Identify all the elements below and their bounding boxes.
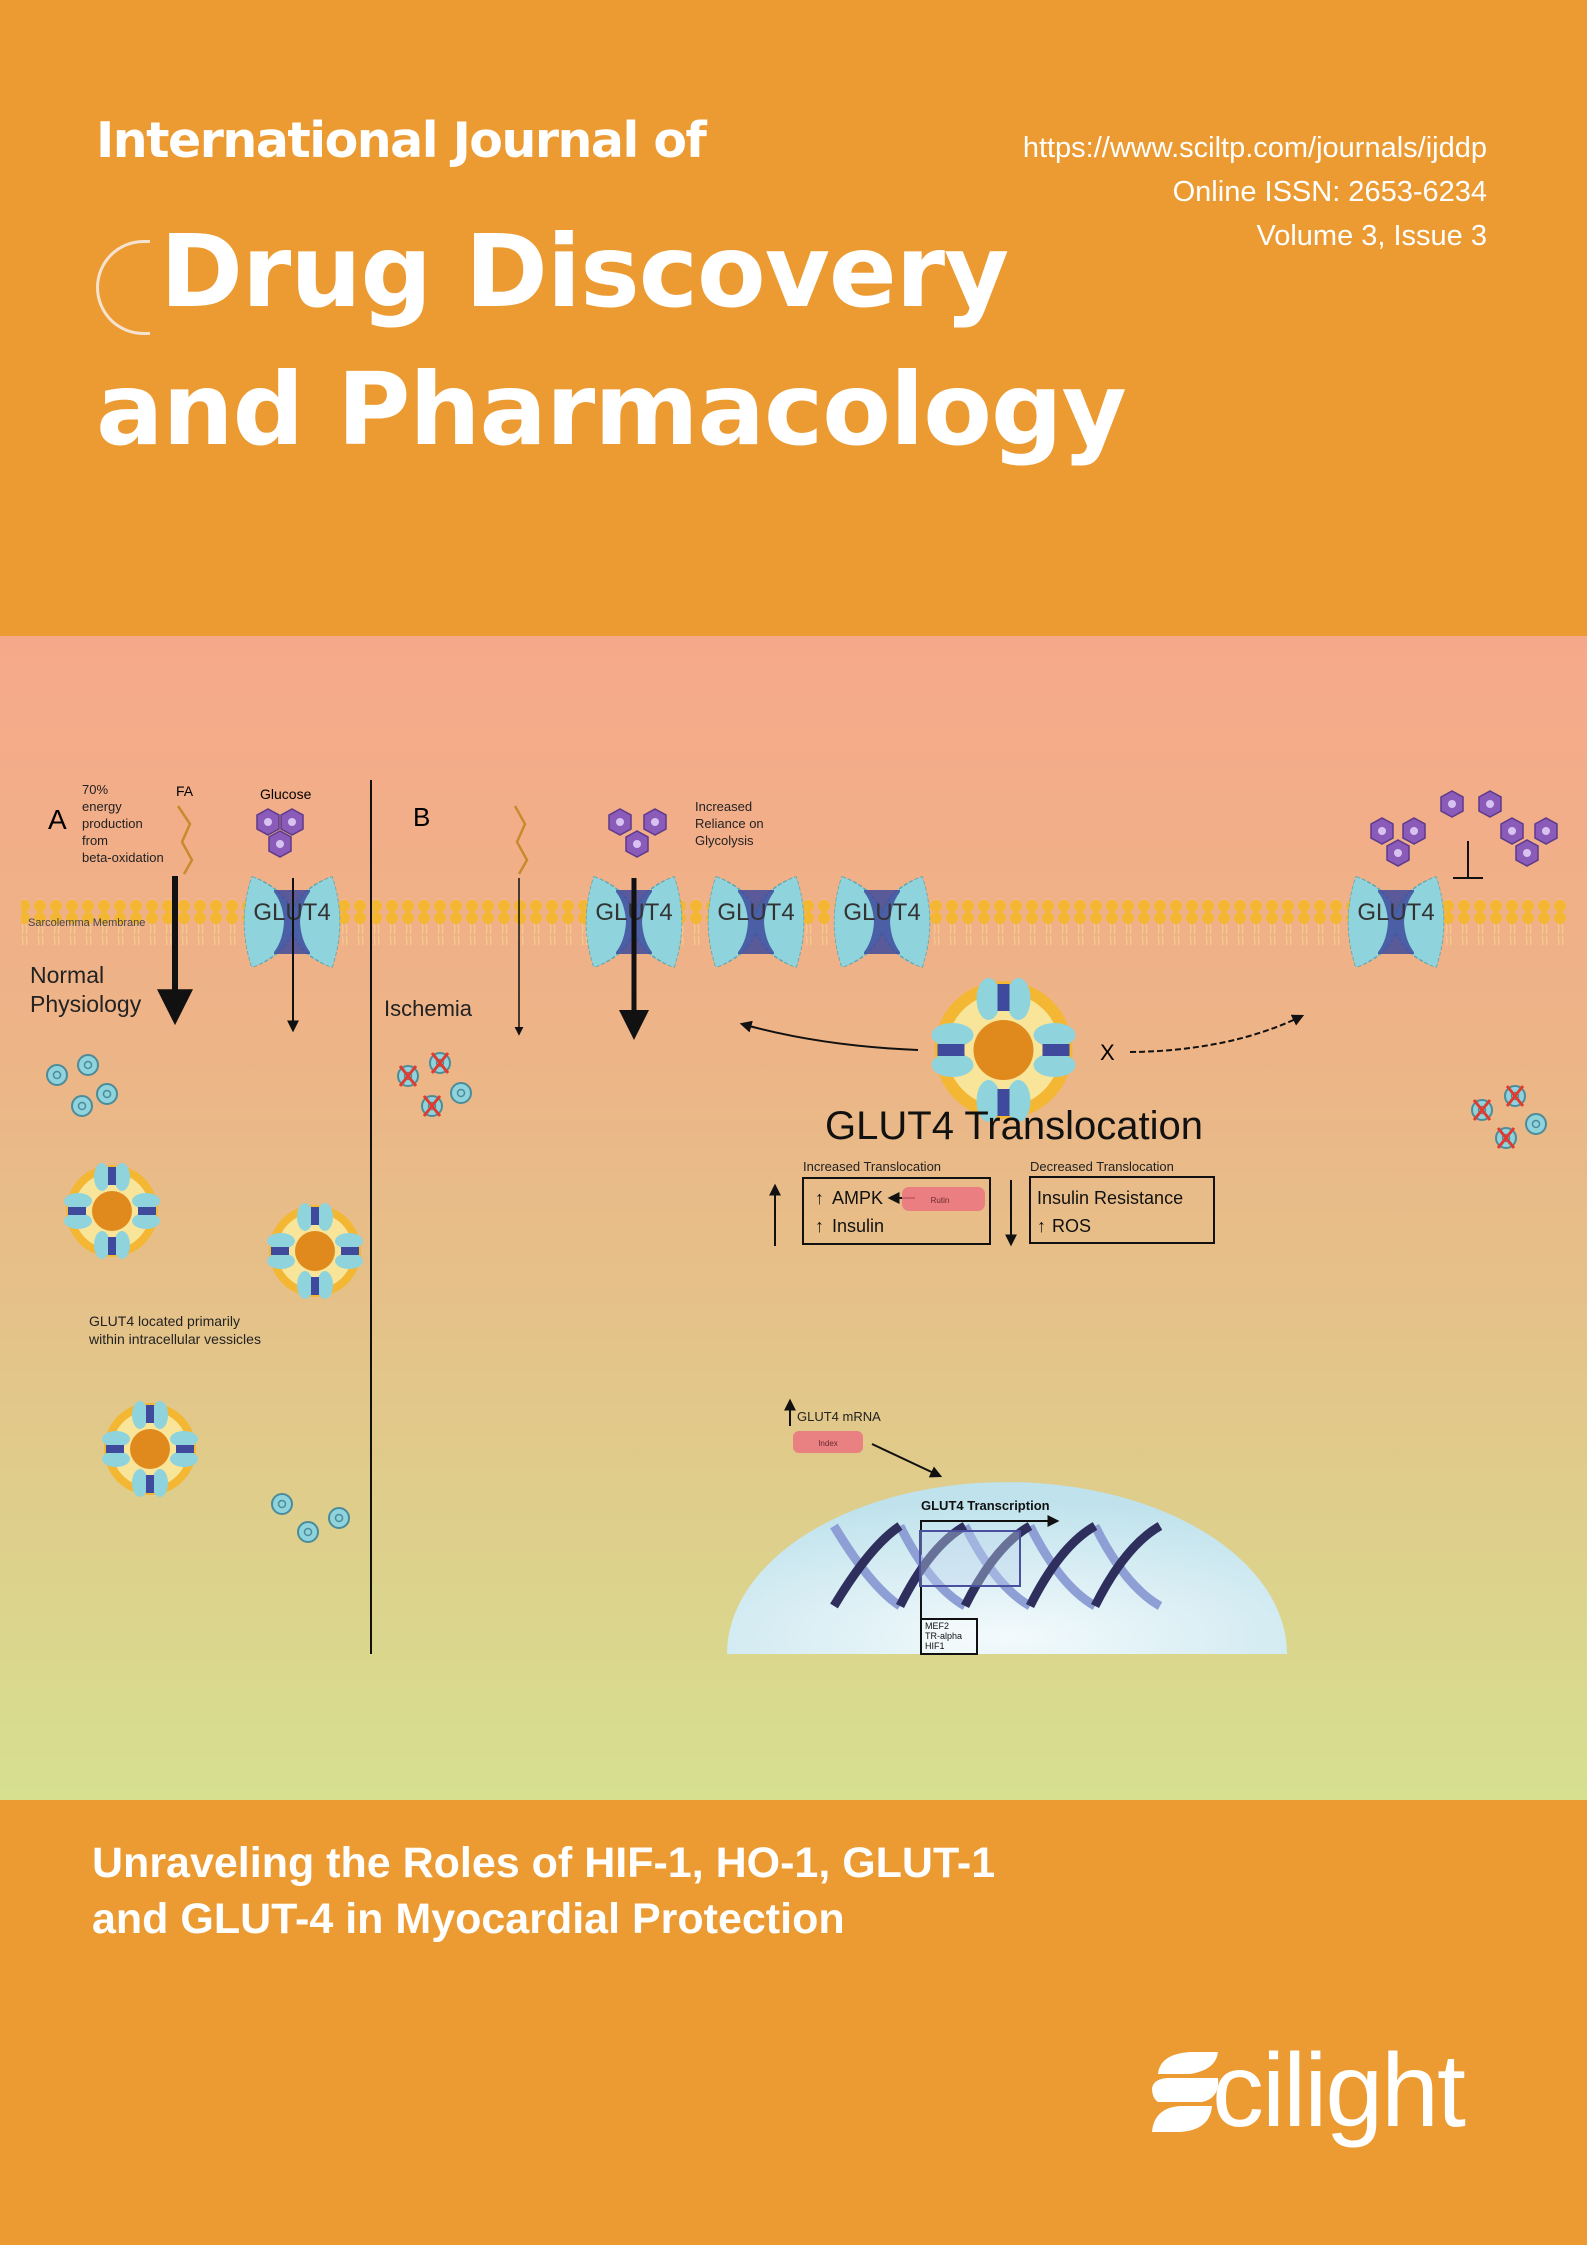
oxygen-molecules bbox=[271, 1493, 350, 1543]
fatty-acid-icon bbox=[513, 805, 529, 875]
publisher-logo: cilight bbox=[1150, 2033, 1500, 2150]
mrna-label: GLUT4 mRNA bbox=[797, 1409, 881, 1424]
journal-title-line2: and Pharmacology bbox=[96, 351, 1127, 468]
membrane-label: Sarcolemma Membrane bbox=[28, 917, 145, 929]
glut4-vesicle bbox=[267, 1203, 363, 1299]
svg-text:70%: 70% bbox=[82, 782, 108, 797]
journal-title-line1: Drug Discovery bbox=[160, 213, 1009, 330]
journal-meta: https://www.sciltp.com/journals/ijddp On… bbox=[1023, 126, 1487, 258]
oxygen-molecules-depleted bbox=[1472, 1086, 1547, 1148]
drug-tag bbox=[902, 1187, 985, 1211]
svg-text:beta-oxidation: beta-oxidation bbox=[82, 850, 164, 865]
fa-label: FA bbox=[176, 783, 194, 799]
publisher-logo-text: cilight bbox=[1212, 2033, 1466, 2149]
drug-tag-label: Rutin bbox=[931, 1196, 950, 1205]
decreased-box bbox=[1029, 1176, 1215, 1244]
translocation-title: GLUT4 Translocation bbox=[825, 1104, 1203, 1148]
energy-note: 70% energy production from beta-oxidatio… bbox=[82, 782, 164, 865]
cover-figure: Sarcolemma Membrane A 70% energy product… bbox=[0, 636, 1587, 1800]
transcription-factors-box bbox=[920, 1618, 978, 1655]
article-title: Unraveling the Roles of HIF-1, HO-1, GLU… bbox=[92, 1835, 995, 1947]
insulin-resistance-item: Insulin Resistance bbox=[1037, 1188, 1183, 1208]
cover-header: International Journal of Drug Discovery … bbox=[0, 0, 1587, 636]
ampk-item: ↑AMPK bbox=[815, 1188, 883, 1208]
glut4-vesicle bbox=[102, 1401, 198, 1497]
svg-text:GLUT4: GLUT4 bbox=[843, 899, 920, 926]
svg-text:production: production bbox=[82, 816, 143, 831]
panel-a-label: A bbox=[48, 804, 67, 835]
increased-box bbox=[802, 1177, 991, 1245]
glucose-icon bbox=[1370, 790, 1558, 867]
increased-header: Increased Translocation bbox=[803, 1159, 941, 1174]
journal-prefix: International Journal of bbox=[96, 112, 707, 169]
dna-helix-icon bbox=[830, 1522, 1163, 1610]
svg-text:GLUT4: GLUT4 bbox=[717, 899, 794, 926]
glut4-vesicle bbox=[931, 978, 1076, 1122]
glut4-transporter: GLUT4 bbox=[707, 876, 805, 968]
mrna-drug-tag bbox=[793, 1431, 863, 1453]
ischemia-label: Ischemia bbox=[384, 996, 473, 1021]
panel-b-label: B bbox=[413, 802, 430, 832]
transcription-title: GLUT4 Transcription bbox=[921, 1498, 1050, 1513]
promoter-arrow bbox=[920, 1515, 1060, 1654]
article-title-line1: Unraveling the Roles of HIF-1, HO-1, GLU… bbox=[92, 1839, 996, 1887]
svg-text:energy: energy bbox=[82, 799, 122, 814]
glucose-label: Glucose bbox=[260, 786, 312, 802]
fatty-acid-icon bbox=[176, 805, 194, 875]
glut4-transporter: GLUT4 bbox=[1347, 876, 1445, 968]
mrna-drug-tag-label: Index bbox=[818, 1439, 838, 1448]
decreased-header: Decreased Translocation bbox=[1030, 1159, 1174, 1174]
article-title-line2: and GLUT-4 in Myocardial Protection bbox=[92, 1895, 845, 1943]
pill-logo-icon bbox=[96, 240, 150, 335]
translocation-arrow-blocked bbox=[1129, 1014, 1305, 1053]
glucose-icon bbox=[608, 808, 667, 858]
journal-url[interactable]: https://www.sciltp.com/journals/ijddp bbox=[1022, 132, 1487, 164]
ros-item: ↑ROS bbox=[1037, 1216, 1091, 1236]
insulin-item: ↑Insulin bbox=[815, 1216, 884, 1236]
inhibition-icon bbox=[1453, 841, 1483, 879]
svg-text:GLUT4: GLUT4 bbox=[1357, 899, 1434, 926]
blocked-mark: X bbox=[1100, 1040, 1115, 1065]
nucleus bbox=[727, 1482, 1287, 1654]
glucose-icon bbox=[256, 808, 304, 858]
journal-volume: Volume 3, Issue 3 bbox=[1256, 220, 1487, 252]
svg-text:from: from bbox=[82, 833, 108, 848]
oxygen-molecules-depleted bbox=[398, 1053, 472, 1116]
scilight-s-icon bbox=[1152, 2052, 1219, 2132]
translocation-arrow bbox=[739, 1020, 919, 1051]
oxygen-molecules bbox=[46, 1054, 118, 1117]
glut4-vesicle bbox=[64, 1163, 160, 1259]
transcription-arrow bbox=[871, 1443, 943, 1478]
journal-issn: Online ISSN: 2653-6234 bbox=[1172, 176, 1487, 208]
glut4-transporter: GLUT4 bbox=[833, 876, 931, 968]
